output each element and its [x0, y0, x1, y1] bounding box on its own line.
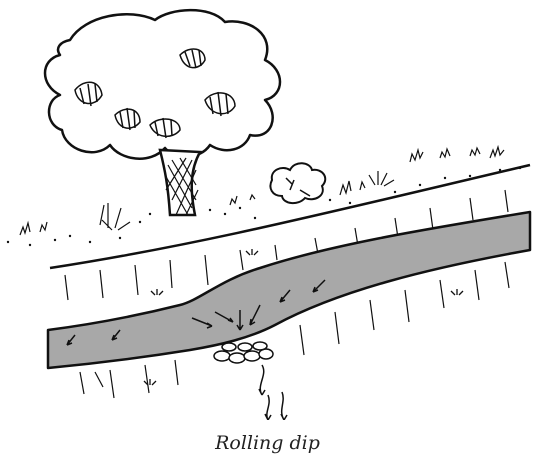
drainage-channel [48, 212, 530, 368]
figure-caption: Rolling dip [0, 432, 535, 454]
tree-trunk [160, 150, 200, 215]
shrub [270, 163, 325, 203]
rolling-dip-illustration [0, 0, 535, 420]
rock-riprap [214, 342, 273, 363]
outlet-flow-arrows [259, 365, 287, 420]
